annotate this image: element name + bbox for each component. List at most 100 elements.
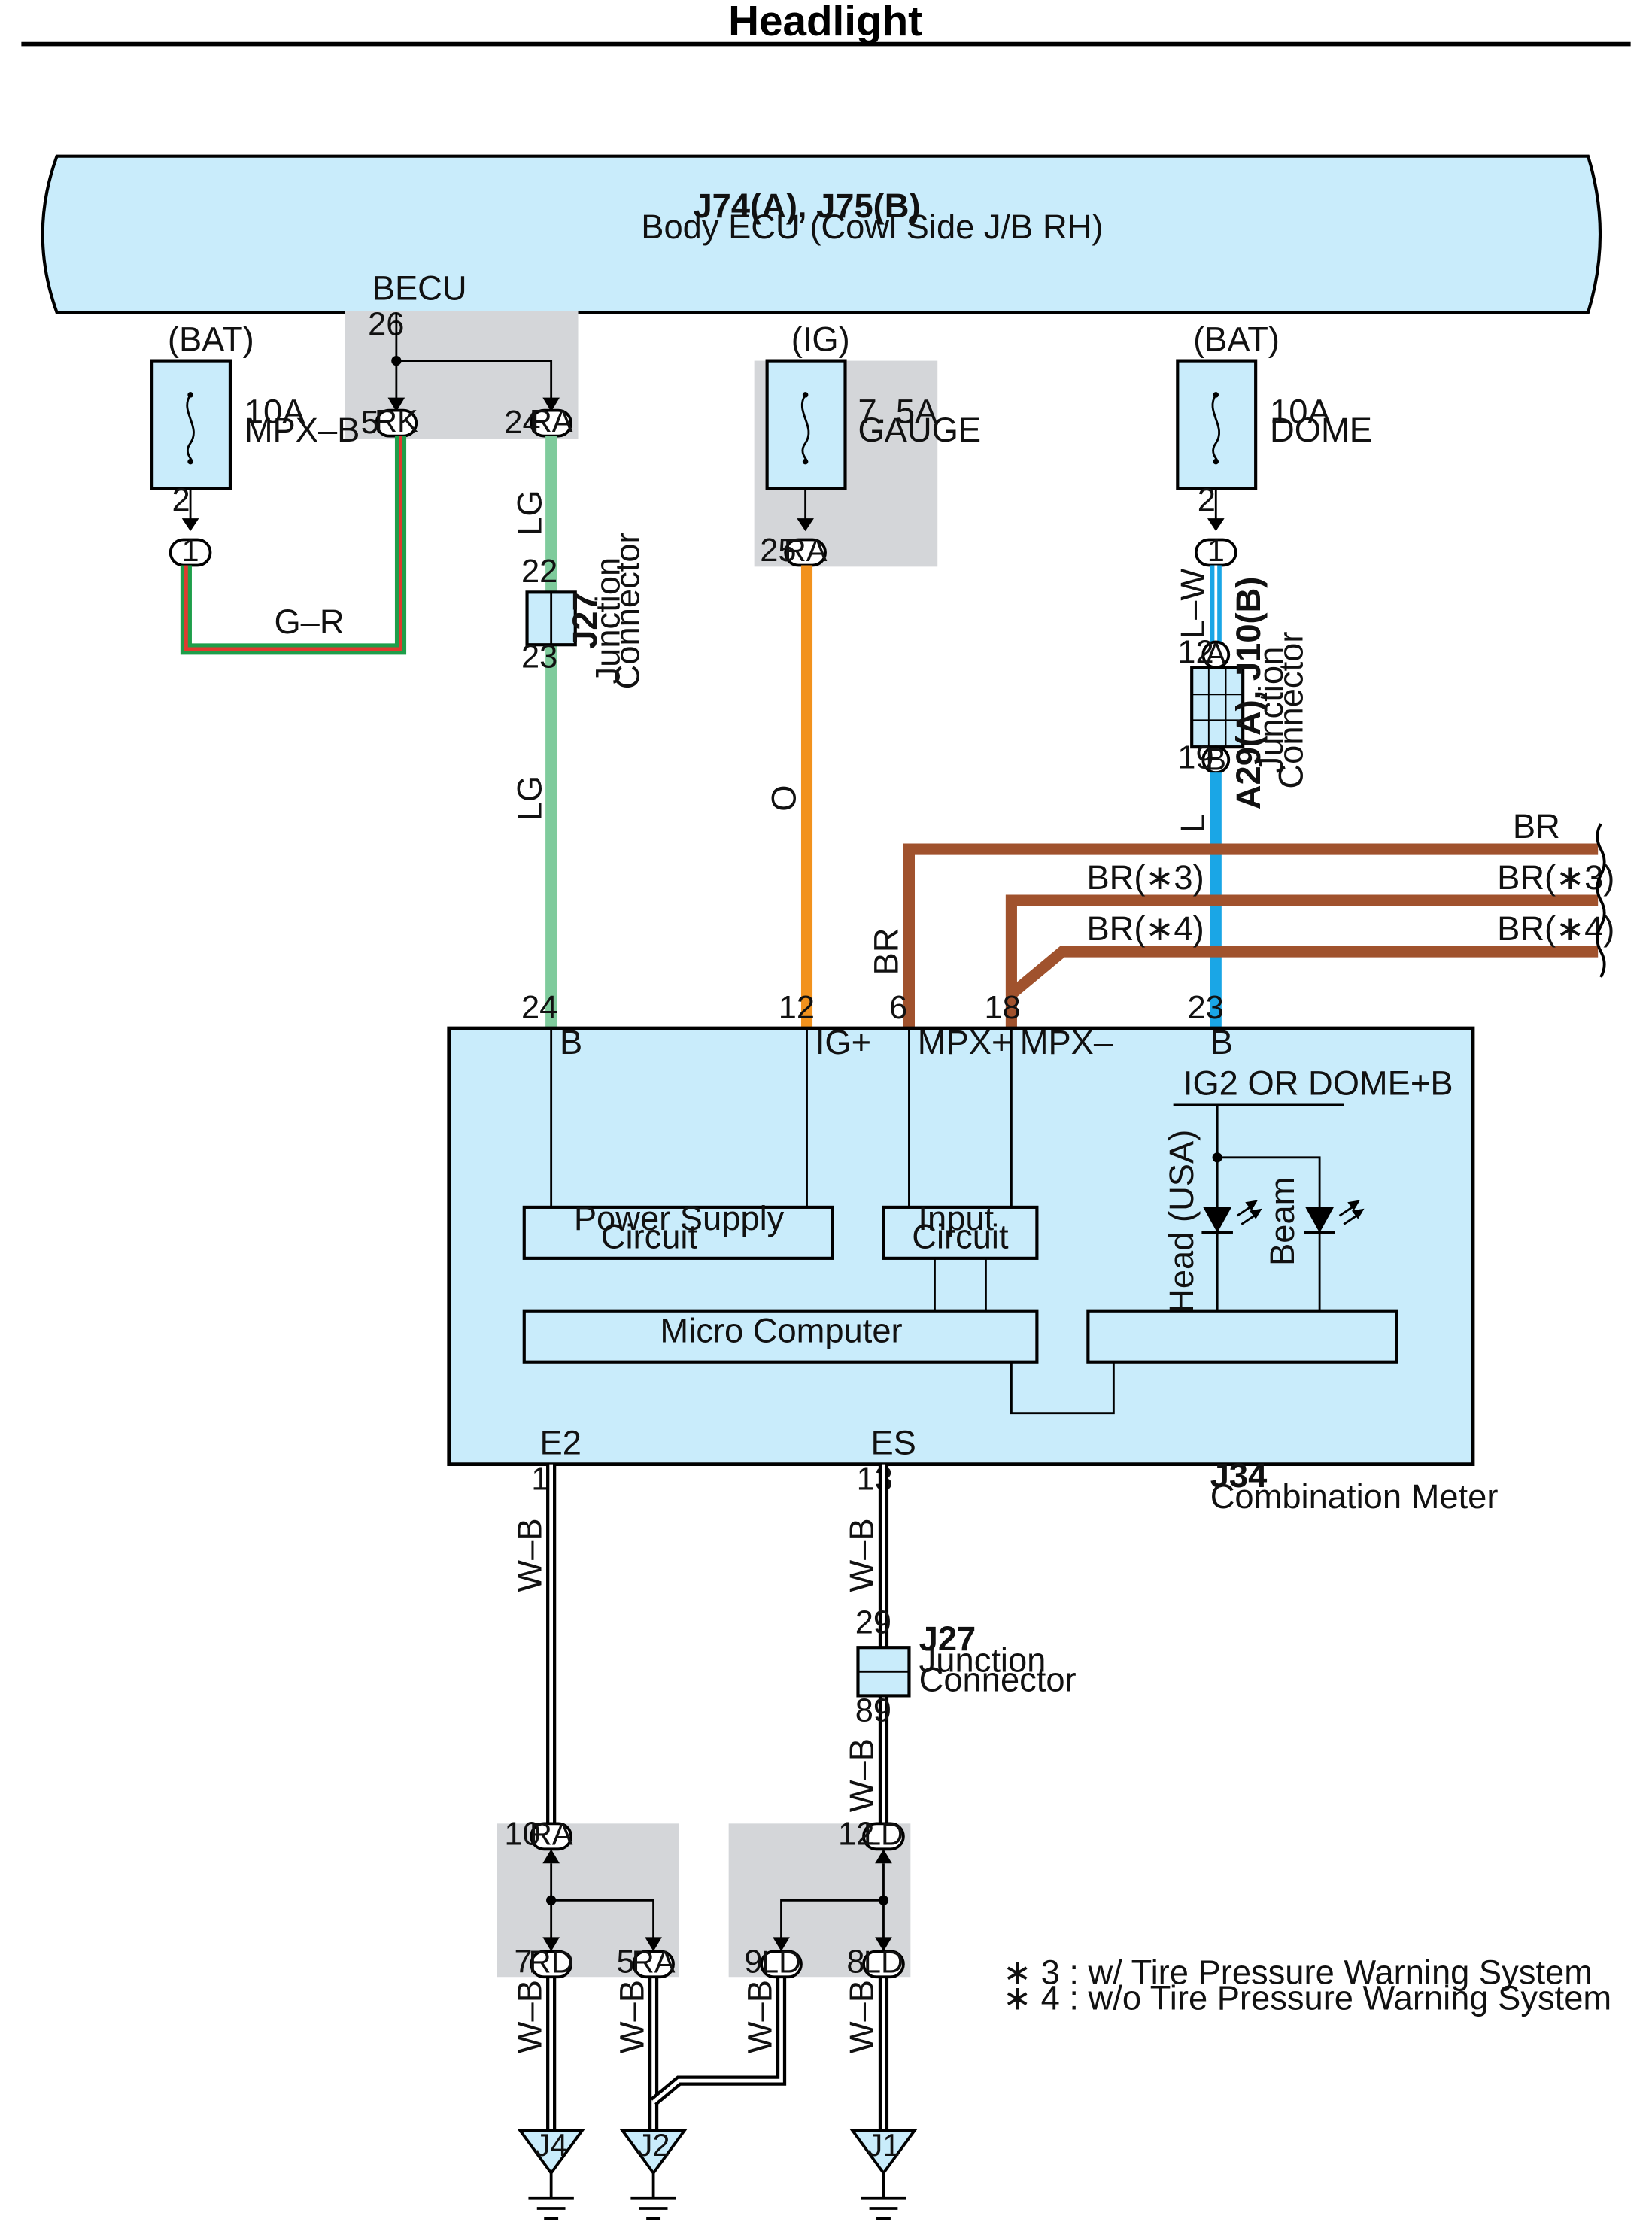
gr-br-connector <box>862 1950 905 1979</box>
j27-bottom-pin-out: 89 <box>855 1692 891 1729</box>
a29-pin-a: 12 <box>1177 635 1213 671</box>
body-ecu-code: J74(A), J75(B) <box>693 187 920 225</box>
fuse-gauge-connector-label: RA <box>784 533 828 568</box>
head-led-icon <box>1203 1207 1232 1233</box>
wire-l-label: L <box>1174 815 1212 833</box>
gl-top-connector-label: RA <box>530 1817 573 1852</box>
meter-pin-mpxp: 6 <box>889 990 907 1026</box>
input-circuit-label-2: Circuit <box>912 1218 1009 1256</box>
wire-gr-label: G–R <box>274 603 344 641</box>
gr-bl-connector-label: LD <box>761 1944 801 1980</box>
wire-br-main-break <box>1596 823 1606 876</box>
fuse-gauge-rating: 7. 5A <box>858 393 938 431</box>
wire-wb-label-7: W–B <box>843 1980 881 2053</box>
fuse-mpx-connector-label: 1 <box>182 533 199 568</box>
beam-label: Beam <box>1263 1177 1301 1266</box>
input-circuit-label-1: Input <box>918 1199 994 1237</box>
j27-top-line2: Connector <box>609 532 647 689</box>
wire-br-vertical-label: BR <box>867 928 905 976</box>
page-title: Headlight <box>728 0 922 45</box>
wire-br4-right-label: BR(∗4) <box>1497 909 1614 948</box>
a29-connector-a-label: A <box>1205 636 1226 672</box>
wire-br-main <box>903 843 1599 1028</box>
gr-br-connector-label: LD <box>864 1944 903 1980</box>
fuse-gauge-box <box>765 359 847 490</box>
meter-name: Combination Meter <box>1210 1477 1499 1516</box>
micro-to-driver <box>1010 1361 1115 1415</box>
a29-line2: Connector <box>1271 632 1310 789</box>
fuse-gauge-source: (IG) <box>791 320 850 358</box>
wire-gr-red <box>184 436 402 651</box>
ground-j1-label: J1 <box>867 2127 900 2163</box>
gr-br-arrow <box>875 1937 892 1952</box>
fuse-mpx-out-pin: 2 <box>172 483 190 519</box>
fuse-dome-source: (BAT) <box>1193 320 1280 358</box>
beam-led-lead <box>1217 1156 1321 1311</box>
becu-arrow-rk <box>387 397 405 412</box>
ground-j1-icon <box>849 2129 918 2220</box>
a29-pin-b: 19 <box>1177 739 1213 776</box>
wire-br-4 <box>1007 946 1599 999</box>
input-circuit <box>882 1205 1039 1260</box>
becu-branch <box>396 360 553 412</box>
fuse-mpx-name: MPX–B <box>244 411 360 449</box>
wire-lg-label-bottom: LG <box>510 776 548 821</box>
meter-term-es: ES <box>870 1423 916 1462</box>
gl-bl-pin: 7 <box>515 1944 533 1981</box>
becu-label: BECU <box>372 269 467 307</box>
wire-wb-label-3: W–B <box>843 1738 881 1812</box>
meter-pin-ig: 12 <box>779 990 815 1026</box>
fuse-dome-name: DOME <box>1270 411 1372 449</box>
fuse-gauge-terminal-bottom <box>802 458 809 465</box>
wire-o-label: O <box>764 785 803 812</box>
micro-computer-label: Micro Computer <box>660 1311 902 1349</box>
gl-br-pin: 5 <box>617 1944 635 1981</box>
beam-led-light-icon <box>1338 1200 1365 1225</box>
wire-wb-label-6: W–B <box>740 1980 779 2053</box>
meter-code: J34 <box>1210 1456 1268 1495</box>
meter-term-b: B <box>560 1023 582 1061</box>
gl-bl-connector <box>530 1950 572 1979</box>
gl-bl-connector-label: RD <box>529 1944 574 1980</box>
connector-ra-ecu-label: RA <box>530 403 573 439</box>
wire-br4-left-label: BR(∗4) <box>1086 909 1204 948</box>
power-supply-label-1: Power Supply <box>574 1199 785 1237</box>
gl-br-connector <box>632 1950 675 1979</box>
fuse-mpx-terminal-bottom <box>187 458 193 465</box>
gl-br-arrow <box>645 1937 662 1952</box>
wire-lw-label: L–W <box>1174 569 1212 639</box>
fuse-dome-out-pin: 2 <box>1198 483 1216 519</box>
j27-top-line1: Junction <box>588 557 627 684</box>
j27-bottom-line2: Connector <box>919 1661 1077 1699</box>
meter-term-ig: IG+ <box>815 1023 871 1061</box>
note-tpws: ∗ 3 : w/ Tire Pressure Warning System <box>1003 1953 1593 1992</box>
fuse-mpx-arrow <box>181 518 199 532</box>
meter-term-e2: E2 <box>540 1423 582 1462</box>
ground-j2-icon <box>619 2129 688 2220</box>
gr-branch <box>780 1899 884 1941</box>
power-supply-circuit <box>522 1205 834 1260</box>
gr-bl-arrow <box>773 1937 790 1952</box>
wb-wires <box>546 1464 889 2131</box>
fuse-dome-connector-label: 1 <box>1207 533 1225 568</box>
head-led-light-icon <box>1236 1200 1262 1225</box>
j27-top-pin-out: 23 <box>521 639 557 675</box>
gl-branch <box>551 1899 655 1941</box>
j27-bottom-line1: Junction <box>919 1641 1046 1679</box>
meter-term-mpxm: MPX– <box>1020 1023 1113 1061</box>
gl-top-pin: 10 <box>504 1817 540 1853</box>
gl-top-arrow <box>542 1849 560 1864</box>
beam-led-icon <box>1305 1207 1334 1233</box>
wire-br4-break <box>1596 925 1606 978</box>
body-ecu-name: Body ECU (Cowl Side J/B RH) <box>641 208 1103 246</box>
wire-br3-left-label: BR(∗3) <box>1086 858 1204 897</box>
connector-ra-ecu-pin: 24 <box>504 405 540 441</box>
gr-br-pin: 8 <box>846 1944 864 1981</box>
note-no-tpws: ∗ 4 : w/o Tire Pressure Warning System <box>1003 1979 1611 2017</box>
wire-br3-right-label: BR(∗3) <box>1497 858 1614 897</box>
wire-wb-label-4: W–B <box>510 1980 548 2053</box>
meter-pin-b2: 23 <box>1188 990 1224 1026</box>
gl-br-connector-label: RA <box>632 1944 676 1980</box>
meter-pin-b: 24 <box>521 990 557 1026</box>
